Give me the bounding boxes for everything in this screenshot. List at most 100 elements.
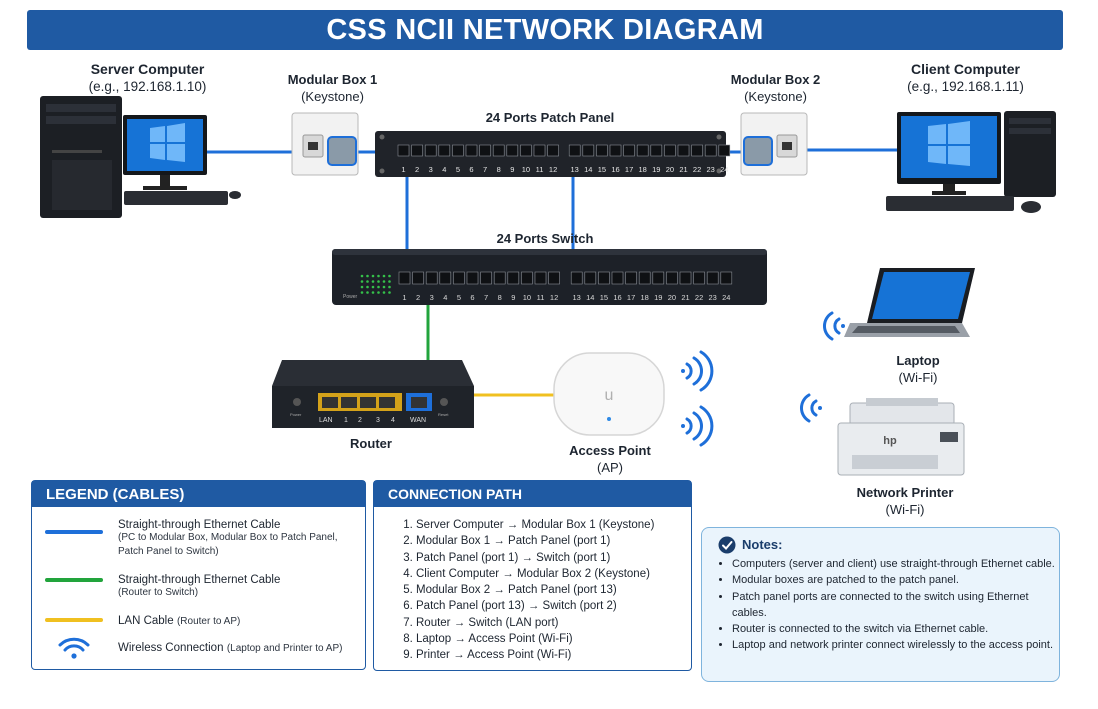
switch-port-label: 22 [695,293,703,302]
laptop [844,268,975,337]
switch-port-23 [706,271,719,285]
legend-green-line [45,578,103,582]
switch-port-label: 4 [443,293,447,302]
patch-panel-port-10 [520,144,532,157]
patch-panel-port-label: 18 [639,165,647,174]
server-computer [40,96,241,218]
patch-panel-port-1 [397,144,410,157]
patch-panel-label: 24 Ports Patch Panel [470,109,630,126]
patch-panel-port-19 [650,144,663,157]
status-led [371,285,375,289]
switch-port-9 [507,271,520,285]
patch-panel-port-17 [623,144,635,157]
switch-port-17 [625,271,637,285]
note-item: Patch panel ports are connected to the s… [732,589,1062,622]
connection-step: Modular Box 1 → Patch Panel (port 1) [416,533,691,549]
patch-panel-port-label: 21 [679,165,687,174]
modular-box-2-label: Modular Box 2 (Keystone) [713,71,838,105]
status-led [388,285,391,289]
switch-port-2 [412,271,424,285]
patch-panel-port-13 [568,144,581,157]
status-led [371,291,375,294]
switch-port-label: 21 [681,293,689,302]
note-item: Laptop and network printer connect wirel… [732,637,1062,653]
switch-port-21 [679,271,692,285]
laptop-wifi-icon [822,311,845,341]
switch-port-label: 23 [709,293,717,302]
switch-port-24 [720,271,733,285]
patch-panel-port-9 [506,144,519,157]
status-led [371,274,375,278]
patch-panel-port-label: 2 [415,165,419,174]
router: LAN 1 2 3 4 WAN Power Reset [272,360,474,428]
switch-port-label: 16 [613,293,621,302]
switch-port-13 [570,271,583,285]
patch-panel-port-2 [411,144,423,157]
legend-label: LAN Cable [118,615,174,627]
switch-port-11 [534,271,547,285]
patch-panel-port-label: 17 [625,165,633,174]
switch-port-label: 6 [470,293,474,302]
modular-box-2-detail: (Keystone) [744,89,807,104]
status-led [360,274,364,278]
switch-port-label: 17 [627,293,635,302]
patch-panel-name: 24 Ports Patch Panel [485,110,615,125]
note-item: Computers (server and client) use straig… [732,556,1062,572]
modular-box-1-detail: (Keystone) [301,89,364,104]
switch-port-label: 2 [416,293,420,302]
notes-title: Notes: [742,537,783,552]
connection-step: Client Computer → Modular Box 2 (Keyston… [416,566,691,582]
modular-box-2-name: Modular Box 2 [730,72,821,87]
patch-panel-port-23 [704,144,717,157]
access-point-label: Access Point (AP) [550,442,670,476]
patch-panel-port-label: 8 [497,165,501,174]
switch-port-5 [453,271,465,285]
modular-box-1-label: Modular Box 1 (Keystone) [270,71,395,105]
patch-panel-port-12 [547,144,559,157]
patch-panel-port-label: 7 [483,165,487,174]
note-item: Router is connected to the switch via Et… [732,621,1062,637]
switch-power-label: Power [343,294,358,300]
access-point: u [553,352,665,436]
switch-port-22 [693,271,705,285]
client-label: Client Computer (e.g., 192.168.1.11) [878,61,1053,95]
connection-step: Router → Switch (LAN port) [416,615,691,631]
notes-list: Computers (server and client) use straig… [714,556,1062,654]
status-led [388,291,391,294]
patch-panel-port-label: 11 [536,165,544,174]
connection-step: Printer → Access Point (Wi-Fi) [416,647,691,663]
patch-panel-port-14 [582,144,595,157]
switch-port-18 [638,271,651,285]
legend-sub: (Router to Switch) [118,587,199,598]
switch-port-label: 20 [668,293,676,302]
note-item: Modular boxes are patched to the patch p… [732,572,1062,588]
router-port-1: 1 [344,417,348,424]
legend-sub: (PC to Modular Box, Modular Box to Patch… [118,532,338,557]
patch-panel-port-7 [479,144,491,157]
laptop-label: Laptop (Wi-Fi) [868,352,968,386]
status-led [366,274,369,278]
access-point-name: Access Point [569,443,651,458]
status-led [377,274,380,278]
switch-name: 24 Ports Switch [496,231,594,246]
status-led [388,274,391,278]
legend-title: LEGEND (CABLES) [32,481,365,507]
patch-panel-port-label: 6 [469,165,473,174]
status-led [371,280,375,283]
server-detail: (e.g., 192.168.1.10) [88,79,207,94]
modular-box-1 [291,112,359,176]
access-point-detail: (AP) [597,460,623,475]
patch-panel-port-label: 4 [442,165,446,174]
patch-panel-port-label: 9 [510,165,514,174]
printer-name: Network Printer [856,485,954,500]
printer-logo: hp [883,435,897,447]
modular-box-1-name: Modular Box 1 [287,72,378,87]
router-reset-label: Reset [438,412,449,417]
patch-panel-port-label: 23 [707,165,715,174]
patch-panel-port-15 [596,144,608,157]
switch-port-label: 7 [484,293,488,302]
legend-label: Straight-through Ethernet Cable [118,519,281,531]
status-led [377,291,380,294]
